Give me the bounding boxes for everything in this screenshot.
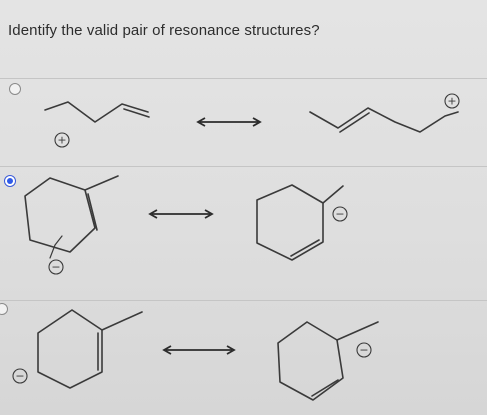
option-b-left-charge: − xyxy=(48,259,64,275)
option-c-left-charge-sign: − xyxy=(15,370,24,383)
option-a-radio[interactable] xyxy=(9,83,21,95)
option-b-arrow xyxy=(148,209,214,219)
divider-ab xyxy=(0,166,487,167)
option-a-left-charge-sign: + xyxy=(57,134,66,147)
option-c-arrow xyxy=(162,345,236,355)
option-b-right-charge: − xyxy=(332,206,348,222)
option-a-right-structure xyxy=(309,107,459,133)
option-c-radio[interactable] xyxy=(0,303,8,315)
option-a-right-charge-sign: + xyxy=(447,95,456,108)
option-a-right-charge: + xyxy=(444,93,460,109)
option-b[interactable] xyxy=(0,167,487,300)
option-c-left-structure xyxy=(37,309,143,389)
option-a-left-charge: + xyxy=(54,132,70,148)
option-b-left-charge-sign: − xyxy=(51,261,60,274)
option-c[interactable] xyxy=(0,301,487,415)
question-text: Identify the valid pair of resonance str… xyxy=(8,22,320,39)
option-b-right-charge-sign: − xyxy=(335,208,344,221)
option-c-right-structure xyxy=(277,321,379,401)
option-c-right-charge: − xyxy=(356,342,372,358)
option-b-radio[interactable] xyxy=(4,175,16,187)
option-b-right-structure xyxy=(256,184,344,261)
option-a[interactable] xyxy=(0,79,487,166)
option-c-right-charge-sign: − xyxy=(359,344,368,357)
option-b-left-structure xyxy=(24,175,119,259)
option-a-arrow xyxy=(196,117,262,127)
option-c-left-charge: − xyxy=(12,368,28,384)
divider-top xyxy=(0,78,487,79)
option-a-left-structure xyxy=(44,101,150,123)
divider-bc xyxy=(0,300,487,301)
